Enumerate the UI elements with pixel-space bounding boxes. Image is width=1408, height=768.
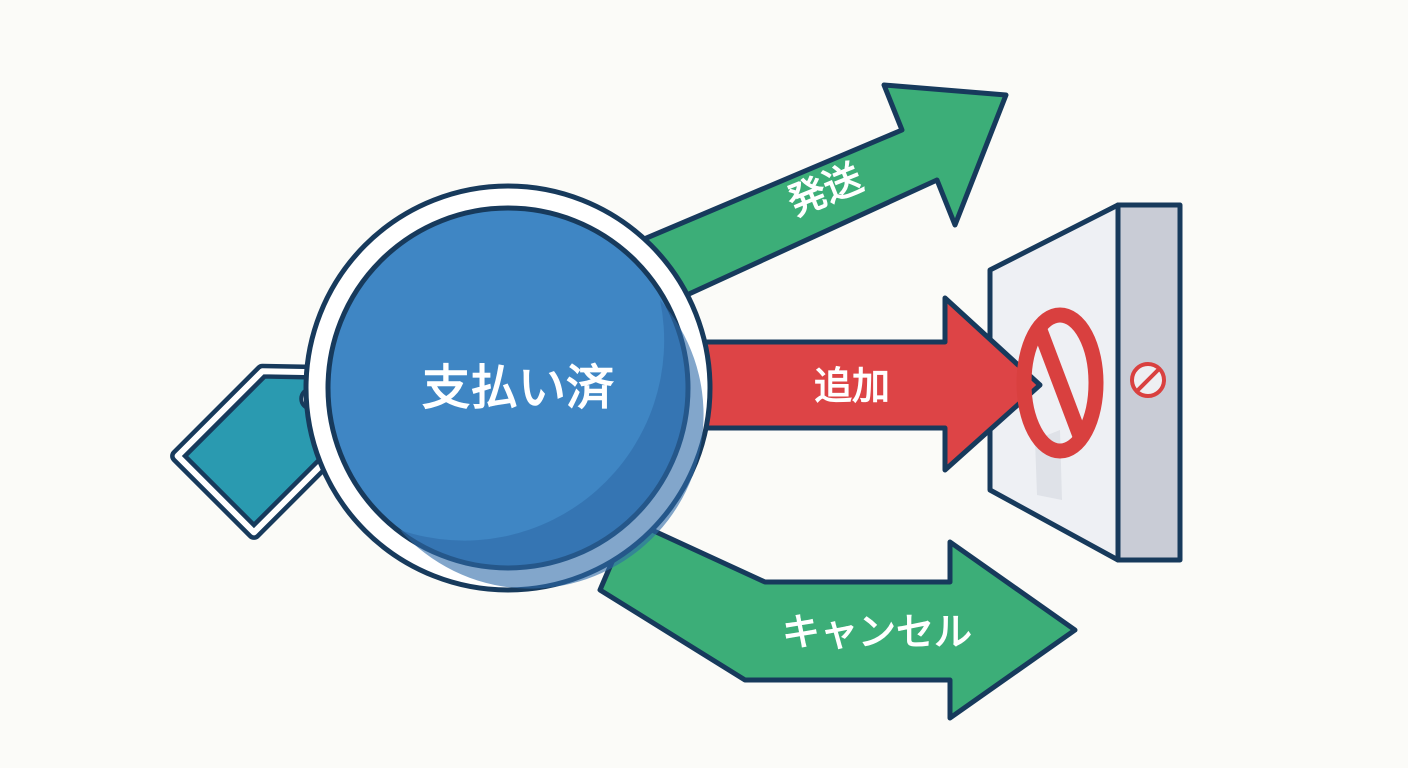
- paid-state-node: 支払い済: [303, 183, 713, 593]
- add-arrow: 追加: [687, 295, 1043, 473]
- cancel-arrow: キャンセル: [597, 517, 1078, 721]
- prohibited-icon: [1016, 307, 1104, 459]
- small-prohibited-icon: [1130, 362, 1166, 398]
- state-label: 支払い済: [422, 360, 615, 416]
- ship-arrow: 発送: [627, 82, 1009, 308]
- add-label: 追加: [814, 364, 890, 408]
- cancel-label: キャンセル: [782, 610, 972, 654]
